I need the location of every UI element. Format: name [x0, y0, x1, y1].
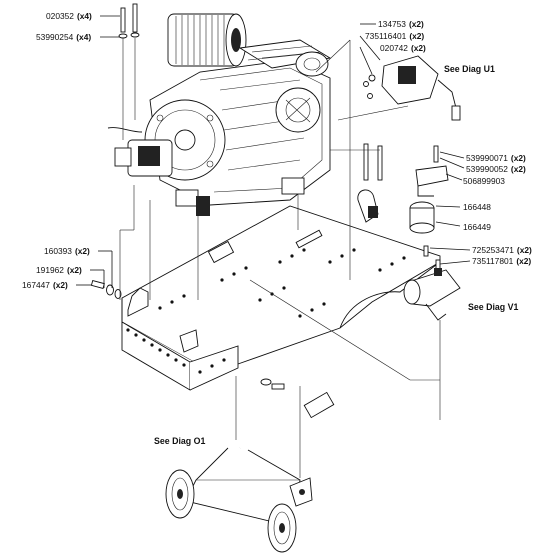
stand-and-wheels	[165, 391, 335, 553]
part-number: 725253471	[472, 245, 514, 255]
callout-53990254: 53990254(x4)	[36, 32, 91, 42]
part-quantity: (x2)	[516, 256, 532, 266]
frame-fasteners-left	[90, 279, 122, 299]
callout-020742: 020742(x2)	[380, 43, 426, 53]
part-quantity: (x2)	[66, 265, 82, 275]
part-quantity: (x4)	[76, 11, 92, 21]
part-number: 020352	[46, 11, 74, 21]
callout-539990052: 539990052(x2)	[466, 164, 526, 174]
callout-166449: 166449	[463, 222, 491, 232]
part-number: 53990254	[36, 32, 74, 42]
mount-bracket-center	[357, 143, 383, 223]
reference-diag-u1[interactable]: See Diag U1	[444, 64, 495, 74]
part-number: 735117801	[472, 256, 514, 266]
air-filter	[167, 13, 247, 67]
part-quantity: (x2)	[516, 245, 532, 255]
callout-160393: 160393(x2)	[44, 246, 90, 256]
part-quantity: (x2)	[510, 153, 526, 163]
part-quantity: (x2)	[408, 19, 424, 29]
part-number: 166448	[463, 202, 491, 212]
hydraulic-pump-u1	[363, 55, 461, 121]
part-quantity: (x2)	[52, 280, 68, 290]
callout-725253471: 725253471(x2)	[472, 245, 532, 255]
reference-diag-o1[interactable]: See Diag O1	[154, 436, 206, 446]
callout-134753: 134753(x2)	[378, 19, 424, 29]
electric-motor-v1	[403, 245, 461, 321]
part-number: 166449	[463, 222, 491, 232]
callout-735117801: 735117801(x2)	[472, 256, 531, 266]
callout-191962: 191962(x2)	[36, 265, 82, 275]
part-quantity: (x2)	[510, 164, 526, 174]
filter-bracket	[409, 145, 449, 234]
part-quantity: (x2)	[410, 43, 426, 53]
engine-block	[107, 39, 332, 216]
part-quantity: (x4)	[76, 32, 92, 42]
frame-fasteners-center	[260, 378, 285, 390]
callout-506899903: 506899903	[463, 176, 505, 186]
callout-020352: 020352(x4)	[46, 11, 92, 21]
leader-lines	[76, 15, 471, 478]
part-number: 160393	[44, 246, 72, 256]
part-number: 167447	[22, 280, 50, 290]
part-number: 134753	[378, 19, 406, 29]
callout-166448: 166448	[463, 202, 491, 212]
chassis-frame	[121, 205, 441, 391]
part-number: 539990052	[466, 164, 508, 174]
part-number: 191962	[36, 265, 64, 275]
part-number: 539990071	[466, 153, 508, 163]
part-number: 735116401	[365, 31, 407, 41]
callout-167447: 167447(x2)	[22, 280, 68, 290]
part-quantity: (x2)	[409, 31, 425, 41]
engine-mount-bolts	[118, 3, 140, 140]
engine-assembly	[107, 13, 332, 216]
part-quantity: (x2)	[74, 246, 90, 256]
callout-735116401: 735116401(x2)	[365, 31, 424, 41]
reference-diag-v1[interactable]: See Diag V1	[468, 302, 519, 312]
part-number: 506899903	[463, 176, 505, 186]
part-number: 020742	[380, 43, 408, 53]
callout-539990071: 539990071(x2)	[466, 153, 526, 163]
